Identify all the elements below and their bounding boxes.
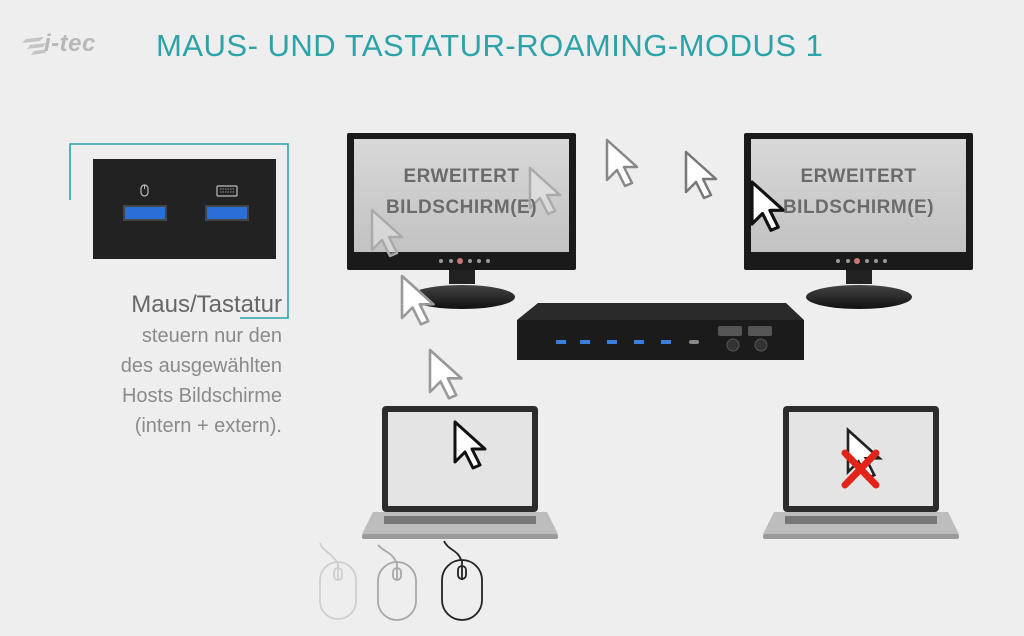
docking-station (517, 303, 804, 360)
keyboard-icon (216, 185, 238, 197)
monitor-right (744, 133, 973, 309)
description-line: Hosts Bildschirme (121, 385, 282, 407)
description-line: des ausgewählten (120, 355, 282, 377)
monitor-right-label: ERWEITERT BILDSCHIRM(E) (782, 166, 935, 218)
description-line: (intern + extern). (134, 415, 282, 437)
usb-port-mouse (123, 205, 167, 221)
description-heading: Maus/Tastatur (131, 291, 282, 318)
description-block: Maus/Tastatur steuern nur den des ausgew… (121, 289, 282, 441)
mouse-icon (319, 540, 483, 621)
usb-ports-panel (93, 159, 276, 259)
brand-logo: i-tec (44, 30, 96, 57)
mouse-icon (140, 184, 149, 197)
page-title: MAUS- UND TASTATUR-ROAMING-MODUS 1 (156, 28, 824, 63)
usb-port-keyboard (205, 205, 249, 221)
monitor-left-label: ERWEITERT BILDSCHIRM(E) (385, 166, 538, 218)
description-line: steuern nur den (141, 325, 282, 347)
blocked-cursor (841, 428, 881, 489)
red-x-icon (841, 449, 880, 489)
